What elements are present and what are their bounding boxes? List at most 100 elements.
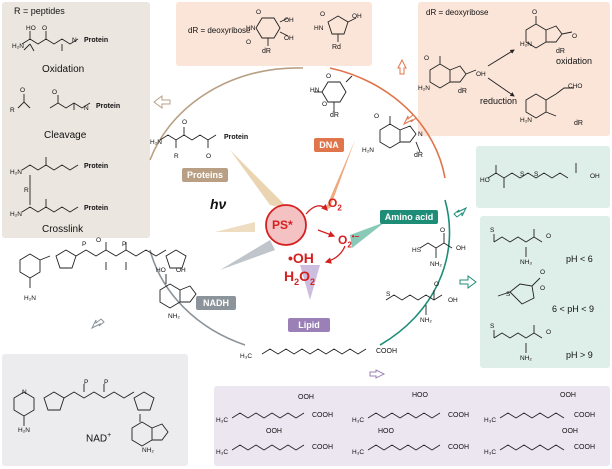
guanine-dr: dR	[414, 152, 423, 159]
svg-text:O: O	[246, 39, 251, 46]
amino-dimer-panel	[476, 146, 610, 208]
thymine-glycol-dr: dR	[262, 48, 271, 55]
svg-text:HN: HN	[314, 25, 324, 32]
lipid-hydroperoxide-chains	[231, 412, 565, 451]
lipid-5-hoo: HOO	[378, 428, 394, 435]
lipid-chain-main	[261, 348, 367, 355]
ps-cycle-arrow	[305, 203, 328, 215]
peroxide-sub2: 2	[310, 276, 316, 287]
svg-text:O: O	[96, 237, 101, 244]
svg-text:HN: HN	[246, 25, 256, 32]
svg-text:H₂N: H₂N	[18, 427, 30, 434]
svg-text:R: R	[174, 153, 179, 160]
peroxide-h: H	[284, 268, 295, 284]
peroxide-sub1: 2	[294, 276, 300, 287]
lipid-main-cooh: COOH	[376, 348, 397, 355]
svg-text:HN: HN	[310, 87, 320, 94]
proteins-tag: Proteins	[182, 168, 228, 182]
lipid-6-ooh: OOH	[562, 428, 578, 435]
ph-low-label: pH < 6	[566, 254, 593, 264]
svg-text:OH: OH	[284, 17, 294, 24]
ray-proteins	[230, 150, 290, 210]
svg-text:H₂N: H₂N	[150, 139, 162, 146]
thymine-dr: dR	[330, 112, 339, 119]
svg-text:H₃C: H₃C	[216, 417, 228, 424]
svg-text:O: O	[326, 73, 331, 80]
svg-text:O: O	[374, 113, 379, 120]
svg-text:O: O	[206, 153, 211, 160]
dna-dr-note: dR = deoxyribose	[188, 26, 251, 35]
lipid-5-cooh: COOH	[448, 444, 469, 451]
ray-nadh	[220, 240, 275, 270]
svg-text:H₃C: H₃C	[484, 417, 496, 424]
ps-label: PS*	[272, 218, 293, 232]
ray-dna	[325, 140, 355, 210]
8-oxoguanine-radical-structure	[429, 56, 477, 89]
svg-text:S: S	[490, 323, 495, 330]
protein-tag-oxidation: Protein	[84, 37, 109, 44]
superoxide-superscript: •−	[351, 232, 360, 241]
svg-text:O: O	[540, 285, 545, 292]
ray-lipid	[300, 265, 320, 300]
svg-text:CHO: CHO	[568, 83, 582, 90]
fapy-guanine-dr: dR	[574, 120, 583, 127]
svg-text:N: N	[84, 105, 89, 112]
svg-text:O: O	[540, 269, 545, 276]
hydrogen-peroxide-label: H2O2	[284, 268, 315, 287]
protein-cleavage-structure	[17, 94, 91, 110]
svg-text:P: P	[104, 379, 108, 386]
svg-text:OH: OH	[176, 267, 186, 274]
crosslink-label: Crosslink	[42, 224, 84, 235]
cysteine-structure	[419, 233, 453, 258]
outline-arrows	[90, 58, 477, 379]
amino-acid-tag: Amino acid	[380, 210, 438, 224]
ring-dna-amino	[329, 67, 446, 179]
svg-text:H₂N: H₂N	[520, 41, 532, 48]
ring-lipid-nadh	[149, 249, 246, 346]
svg-text:O: O	[322, 101, 327, 108]
nadh-structure	[19, 242, 197, 309]
svg-text:OH: OH	[476, 71, 486, 78]
nad-panel	[2, 354, 188, 466]
cystine-structure	[487, 163, 577, 188]
protein-oxidation-structure	[21, 31, 79, 52]
svg-text:R: R	[24, 187, 29, 194]
svg-text:H₃C: H₃C	[352, 449, 364, 456]
ring-proteins-dna	[149, 67, 304, 161]
guanine-structure	[379, 116, 421, 153]
hydroxyl-radical-label: •OH	[288, 250, 314, 266]
methionine-sulfoxide-structure	[493, 229, 543, 257]
svg-text:O: O	[20, 87, 25, 94]
svg-text:P: P	[84, 379, 88, 386]
hydantoin-rd: Rd	[332, 44, 341, 51]
fapy-guanine-structure	[525, 87, 574, 119]
8-oxoguanine-structure	[525, 16, 573, 49]
svg-text:O: O	[546, 233, 551, 240]
lipid-1-ooh: OOH	[298, 394, 314, 401]
thymine-structure	[314, 75, 353, 112]
svg-text:HO: HO	[156, 267, 166, 274]
superoxide-label: O2•−	[338, 232, 359, 249]
svg-text:O: O	[42, 25, 47, 32]
svg-text:S: S	[506, 291, 511, 298]
svg-text:O: O	[424, 55, 429, 62]
svg-text:NH₂: NH₂	[168, 313, 180, 320]
ps-to-superoxide-arrow	[317, 229, 336, 238]
svg-text:NH₂: NH₂	[420, 317, 432, 324]
svg-text:HO: HO	[26, 25, 36, 32]
thymine-glycol-structure	[255, 17, 289, 46]
svg-text:O: O	[52, 89, 57, 96]
svg-text:OH: OH	[284, 35, 294, 42]
svg-text:OH: OH	[448, 297, 458, 304]
svg-text:H₂N: H₂N	[520, 117, 532, 124]
svg-text:H₃C: H₃C	[352, 417, 364, 424]
svg-text:N: N	[418, 131, 423, 138]
methionine-structure	[385, 290, 443, 315]
svg-text:OH: OH	[456, 245, 466, 252]
svg-text:P: P	[82, 241, 86, 248]
svg-text:S: S	[520, 171, 525, 178]
svg-text:HO: HO	[480, 177, 490, 184]
guanine-reduction-label: reduction	[480, 96, 518, 106]
cyclic-sulfonium-structure	[497, 277, 541, 305]
